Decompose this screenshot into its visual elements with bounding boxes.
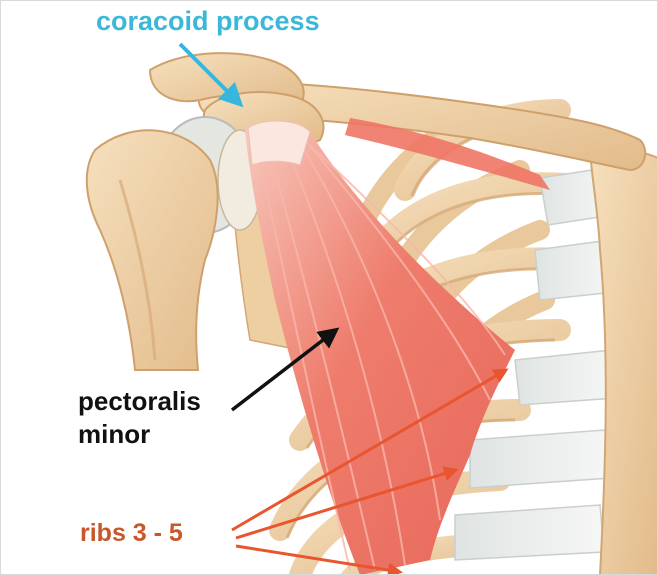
pectoralis-label-line1: pectoralis <box>78 386 201 416</box>
ribs-arrow-1 <box>231 368 509 532</box>
humerus <box>85 129 219 371</box>
coracoid-process-label: coracoid process <box>96 6 320 36</box>
ribs-arrow-2 <box>235 466 459 540</box>
costal-cartilages <box>454 167 616 561</box>
ribs-arrow-3 <box>235 544 403 575</box>
pectoralis-minor-muscle <box>245 121 515 575</box>
pectoralis-label-line2: minor <box>78 419 151 449</box>
ribs-label: ribs 3 - 5 <box>80 519 183 547</box>
pectoralis-arrow <box>230 327 340 412</box>
pectoralis-minor-label: pectoralis minor <box>78 385 201 451</box>
coracoid-arrow <box>178 42 244 108</box>
